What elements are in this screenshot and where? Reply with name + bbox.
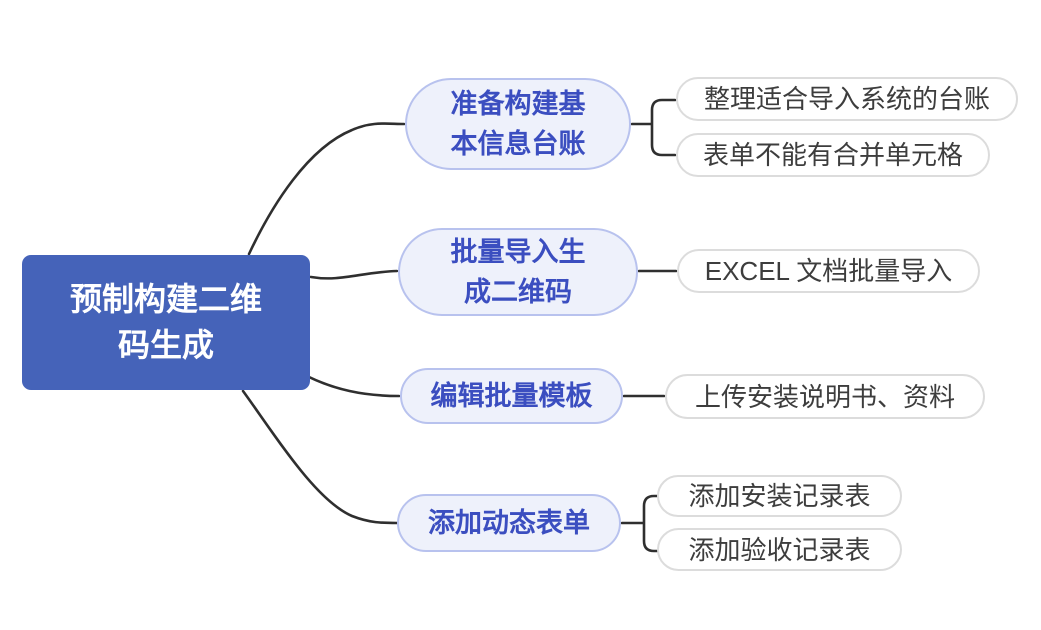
branch-node-edit-template[interactable]: 编辑批量模板	[400, 368, 623, 424]
edge-root-to-branch-4	[241, 389, 399, 525]
edge-root-to-branch-2	[309, 269, 399, 280]
leaf-node-label: 添加安装记录表	[688, 481, 871, 511]
leaf-node-label: 表单不能有合并单元格	[702, 140, 963, 170]
branch-node-dynamic-form[interactable]: 添加动态表单	[397, 494, 621, 552]
branch-node-batch-import[interactable]: 批量导入生 成二维码	[398, 228, 638, 316]
branch-node-label: 添加动态表单	[428, 507, 590, 538]
root-node-label: 预制构建二维 码生成	[69, 281, 262, 363]
leaf-node-install-record[interactable]: 添加安装记录表	[657, 475, 902, 517]
edge-root-to-branch-3	[307, 375, 401, 398]
branch-node-label: 编辑批量模板	[430, 380, 593, 411]
root-node[interactable]: 预制构建二维 码生成	[22, 255, 310, 390]
leaf-node-acceptance-record[interactable]: 添加验收记录表	[657, 528, 902, 571]
leaf-node-label: 上传安装说明书、资料	[694, 381, 955, 412]
leaf-node-label: 添加验收记录表	[688, 534, 871, 565]
leaf-node-label: 整理适合导入系统的台账	[703, 84, 990, 114]
leaf-node-upload-manual[interactable]: 上传安装说明书、资料	[665, 374, 985, 419]
branch-node-label: 批量导入生 成二维码	[450, 236, 586, 308]
branch-node-label: 准备构建基 本信息台账	[450, 88, 586, 160]
leaf-node-organize-ledger[interactable]: 整理适合导入系统的台账	[676, 77, 1018, 121]
leaf-node-no-merged-cells[interactable]: 表单不能有合并单元格	[676, 133, 990, 177]
branch-node-prepare-ledger[interactable]: 准备构建基 本信息台账	[405, 78, 631, 170]
leaf-node-label: EXCEL 文档批量导入	[704, 256, 953, 286]
edge-branch-1-to-leaves	[630, 98, 677, 157]
edge-branch-4-to-leaves	[620, 494, 659, 553]
edge-root-to-branch-1	[247, 122, 406, 256]
leaf-node-excel-import[interactable]: EXCEL 文档批量导入	[677, 249, 980, 293]
